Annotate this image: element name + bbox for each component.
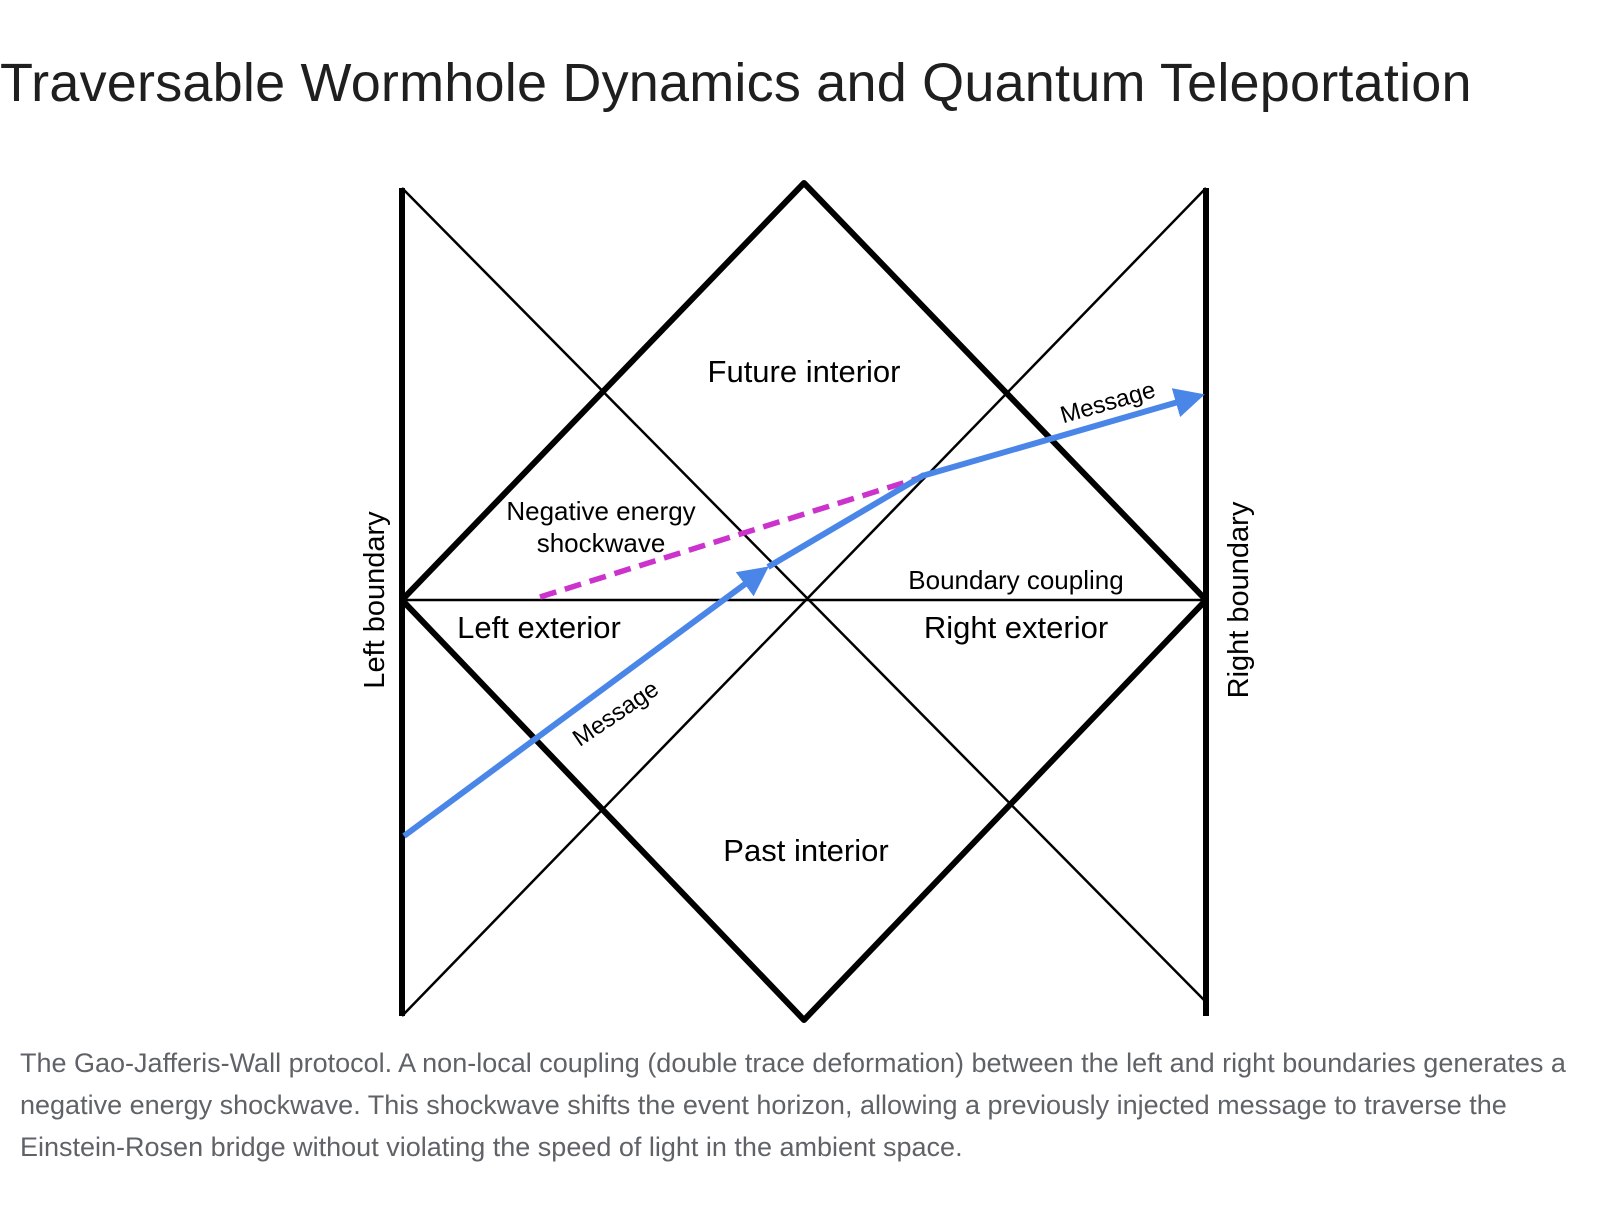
label-message-lower: Message: [568, 675, 664, 752]
shockwave-line: [539, 474, 923, 600]
label-left-boundary: Left boundary: [359, 511, 391, 689]
future-singularity: [399, 180, 1209, 603]
label-boundary-coupling: Boundary coupling: [908, 565, 1123, 595]
label-right-boundary: Right boundary: [1223, 501, 1255, 698]
label-right-exterior: Right exterior: [924, 610, 1108, 645]
label-negative-energy: Negative energy: [506, 496, 695, 526]
past-singularity: [399, 597, 1209, 1023]
label-future-interior: Future interior: [708, 354, 901, 389]
figure-caption: The Gao-Jafferis-Wall protocol. A non-lo…: [20, 1048, 1566, 1162]
message-arrow-lower: [402, 566, 769, 839]
horizon-line-b: [401, 187, 1207, 1017]
page-title: Traversable Wormhole Dynamics and Quantu…: [0, 53, 1472, 113]
label-shockwave: shockwave: [537, 528, 666, 558]
message-arrow-upper: [921, 388, 1205, 479]
message-path-middle: [766, 472, 926, 570]
boundary-lines: [399, 180, 1209, 1023]
label-left-exterior: Left exterior: [457, 610, 621, 645]
label-past-interior: Past interior: [723, 833, 888, 868]
horizon-lines: [401, 187, 1207, 1017]
horizon-line-a: [401, 187, 1207, 1003]
